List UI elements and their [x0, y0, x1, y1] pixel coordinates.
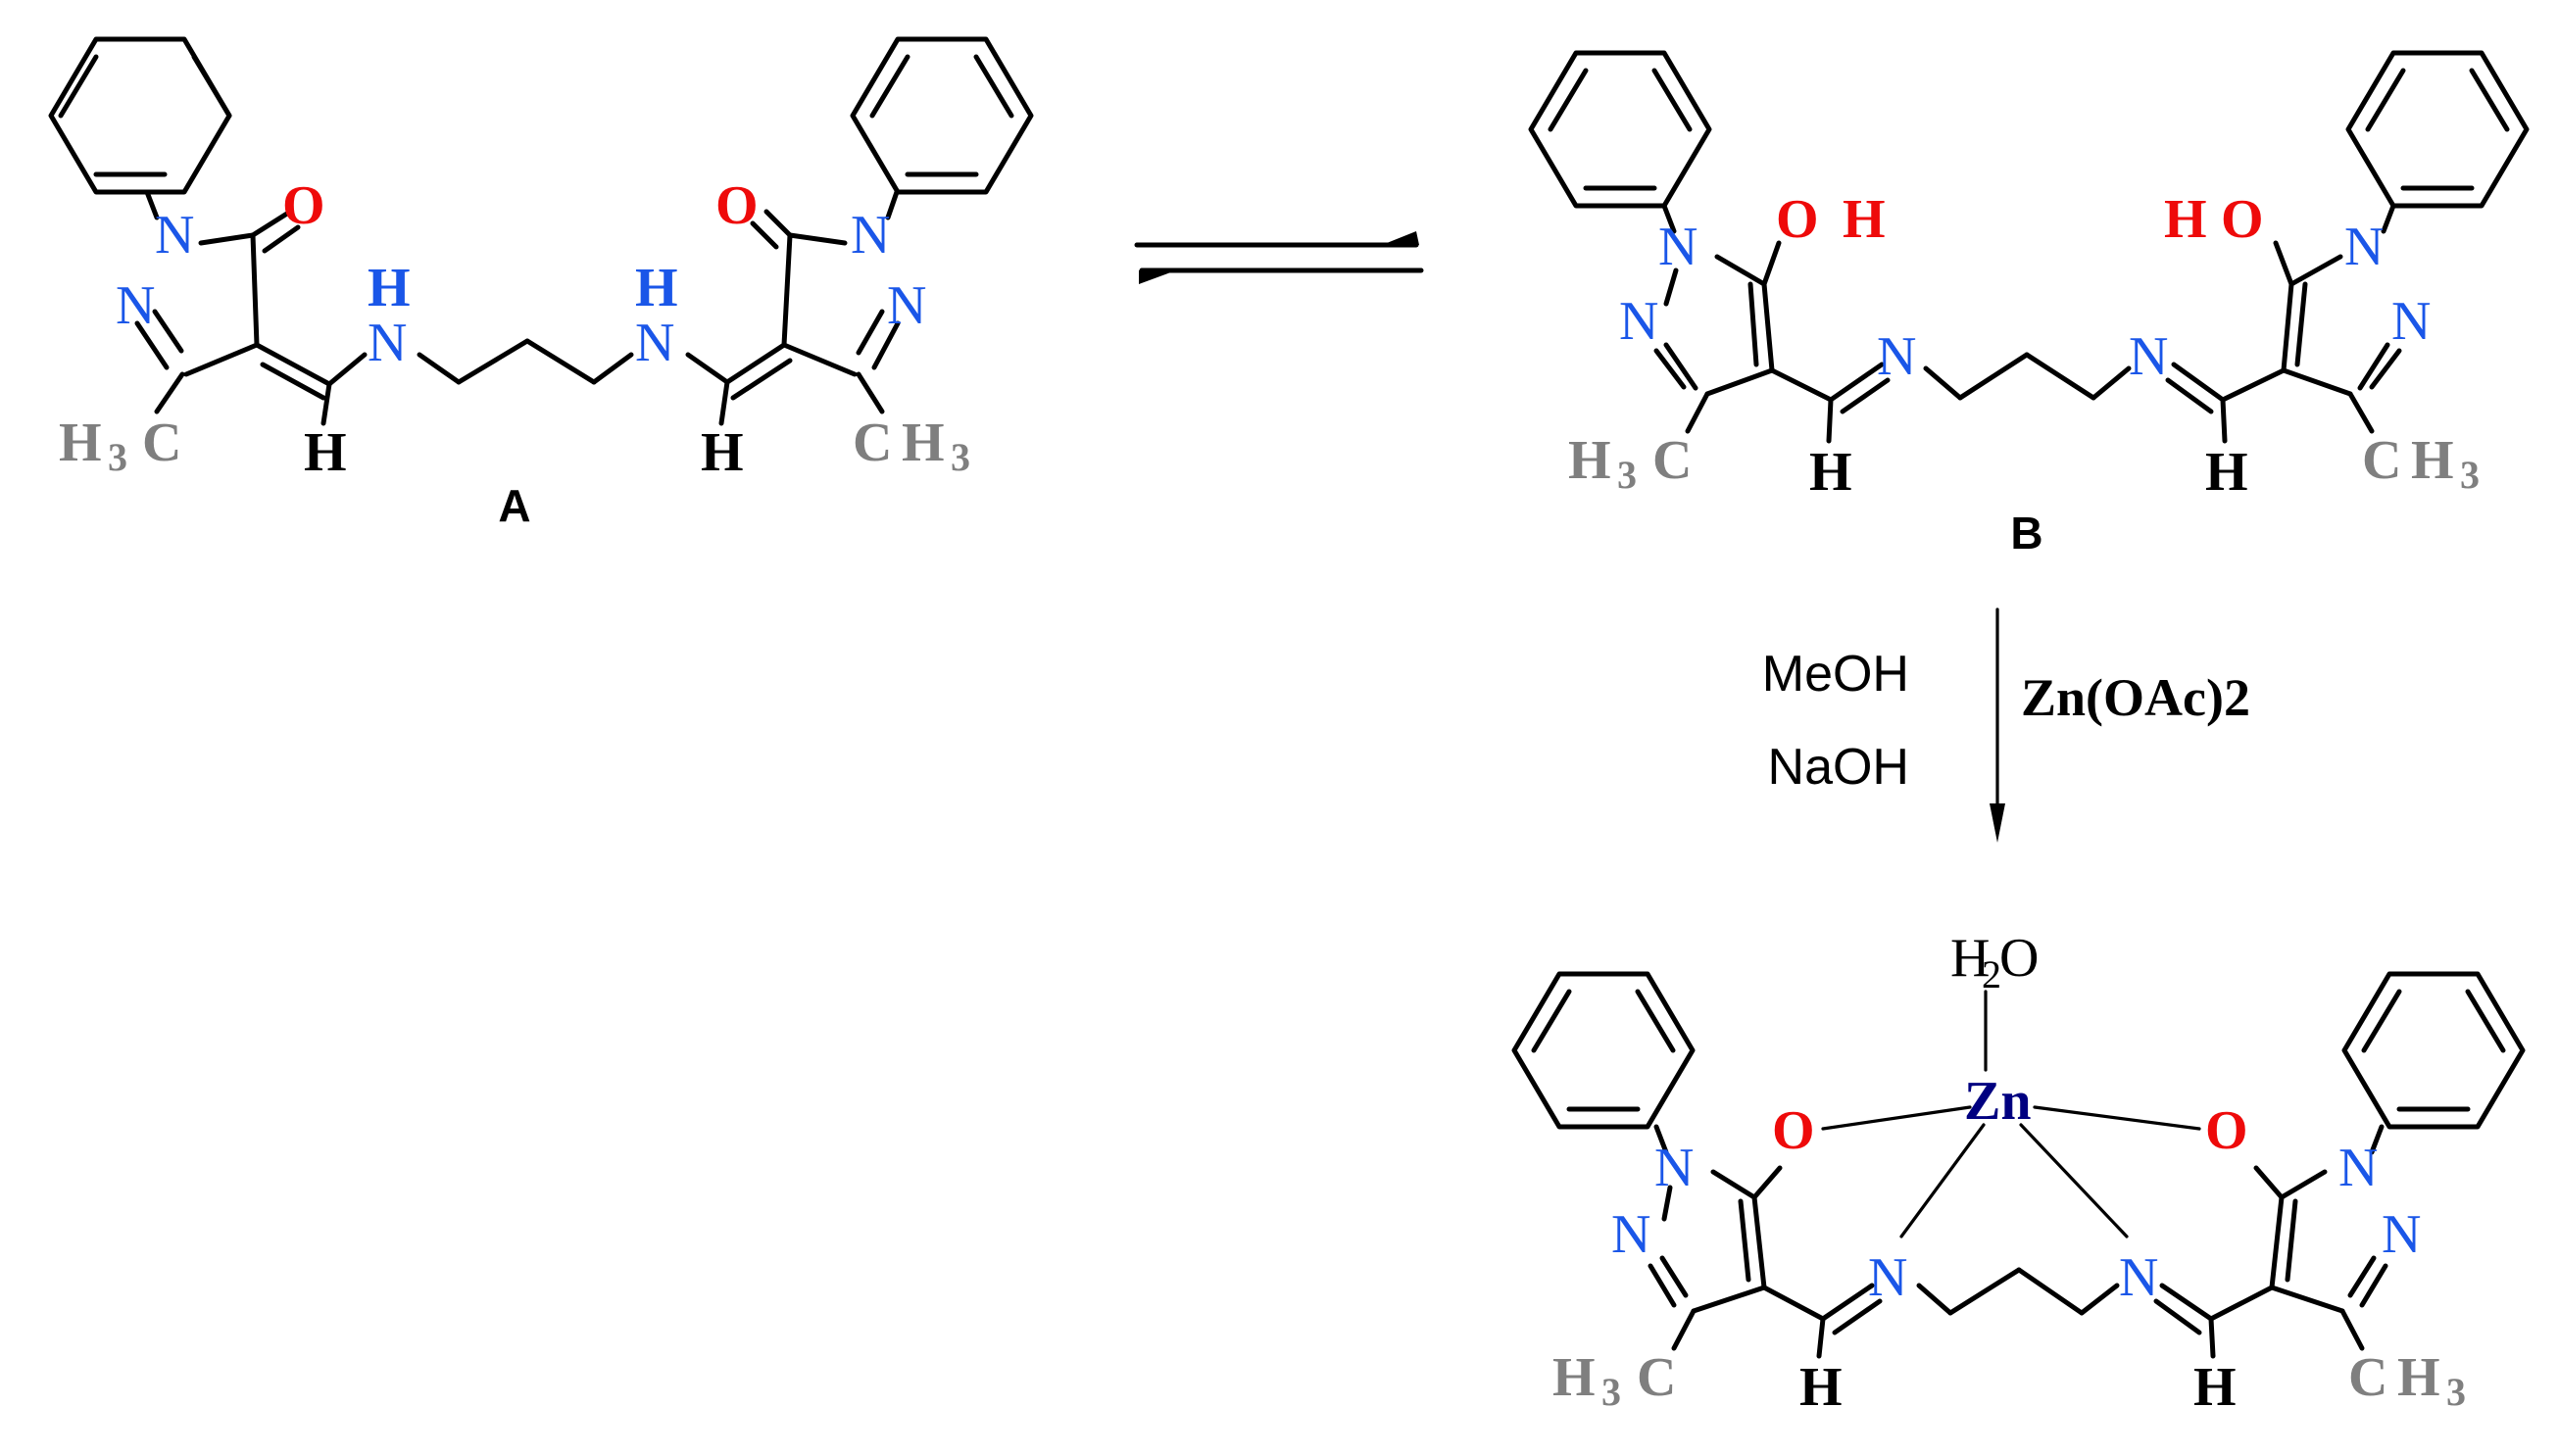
hydroxyl-b-left: O H [1776, 189, 1886, 250]
reagent-metal-salt: Zn(OAc)2 [2021, 668, 2250, 727]
atom-o-zn-right: O [2205, 1100, 2248, 1161]
atom-h-b-left: H [1809, 442, 1852, 503]
methyl-zn-left: H 3 C [1552, 1347, 1676, 1414]
svg-text:3: 3 [108, 435, 127, 479]
atom-n1-a-left: N [155, 205, 194, 266]
methyl-a-left: H 3 C [59, 413, 181, 479]
methyl-zn-right: C H 3 [2348, 1347, 2466, 1414]
svg-text:C: C [1637, 1347, 1676, 1408]
atom-n1-b-left: N [1658, 217, 1697, 277]
atom-n1-a-right: N [851, 205, 890, 266]
svg-text:C: C [2362, 430, 2401, 491]
atom-nh-h-a-right: H [635, 258, 678, 318]
atom-h-b-right: H [2205, 442, 2248, 503]
reagent-solvent: MeOH [1762, 646, 1909, 703]
atom-nh-n-a-left: N [368, 313, 407, 373]
atom-imine-n-zn-left: N [1868, 1247, 1907, 1308]
compound-b-label: B [2010, 508, 2042, 558]
atom-h-a-right: H [701, 422, 744, 483]
compound-a-label: A [498, 480, 530, 531]
svg-text:H: H [59, 413, 102, 473]
hydroxyl-b-right: H O [2164, 189, 2264, 250]
compound-a-structure [48, 36, 1034, 426]
svg-text:3: 3 [2460, 453, 2480, 497]
svg-text:H: H [902, 413, 945, 473]
atom-nh-h-a-left: H [368, 258, 411, 318]
svg-text:H: H [1568, 430, 1611, 491]
svg-text:O: O [1999, 928, 2039, 989]
atom-h-a-left: H [304, 422, 347, 483]
svg-text:C: C [1652, 430, 1692, 491]
atom-n2-zn-left: N [1611, 1204, 1650, 1265]
atom-n1-b-right: N [2344, 217, 2384, 277]
atom-imine-n-b-right: N [2129, 326, 2168, 387]
equilibrium-arrow-icon [1134, 231, 1424, 284]
svg-text:H: H [2164, 189, 2207, 250]
svg-text:3: 3 [951, 435, 970, 479]
svg-text:H: H [2411, 430, 2454, 491]
svg-text:3: 3 [1617, 453, 1637, 497]
atom-o-a-left: O [282, 175, 325, 236]
svg-text:H: H [1843, 189, 1886, 250]
atom-h-zn-left: H [1799, 1357, 1843, 1418]
svg-text:3: 3 [2446, 1370, 2466, 1414]
water-ligand: H 2 O [1950, 928, 2039, 996]
svg-text:O: O [2221, 189, 2264, 250]
atom-n1-zn-left: N [1654, 1138, 1694, 1198]
down-arrow-icon [1990, 607, 2005, 843]
atom-o-zn-left: O [1772, 1100, 1815, 1161]
methyl-b-right: C H 3 [2362, 430, 2480, 497]
methyl-b-left: H 3 C [1568, 430, 1692, 497]
svg-text:3: 3 [1601, 1370, 1621, 1414]
atom-h-zn-right: H [2193, 1357, 2237, 1418]
reagent-base: NaOH [1768, 739, 1909, 796]
atom-n2-zn-right: N [2382, 1204, 2421, 1265]
svg-text:C: C [142, 413, 181, 473]
atom-nh-n-a-right: N [635, 313, 674, 373]
atom-imine-n-zn-right: N [2119, 1247, 2158, 1308]
svg-text:O: O [1776, 189, 1819, 250]
atom-n2-b-right: N [2391, 291, 2431, 352]
atom-zn: Zn [1964, 1071, 2032, 1132]
svg-text:C: C [853, 413, 892, 473]
atom-imine-n-b-left: N [1877, 326, 1916, 387]
methyl-a-right: C H 3 [853, 413, 970, 479]
atom-n2-a-left: N [116, 275, 155, 336]
compound-b-structure [1528, 50, 2530, 444]
phenyl-ring-a-left [48, 36, 232, 195]
svg-text:2: 2 [1982, 952, 2001, 996]
svg-text:H: H [1552, 1347, 1596, 1408]
zinc-complex-structure [1511, 971, 2526, 1359]
svg-text:H: H [1950, 928, 1990, 989]
svg-text:C: C [2348, 1347, 2387, 1408]
atom-o-a-right: O [715, 175, 759, 236]
atom-n1-zn-right: N [2338, 1138, 2378, 1198]
atom-n2-a-right: N [887, 275, 926, 336]
atom-n2-b-left: N [1619, 291, 1658, 352]
svg-text:H: H [2397, 1347, 2440, 1408]
